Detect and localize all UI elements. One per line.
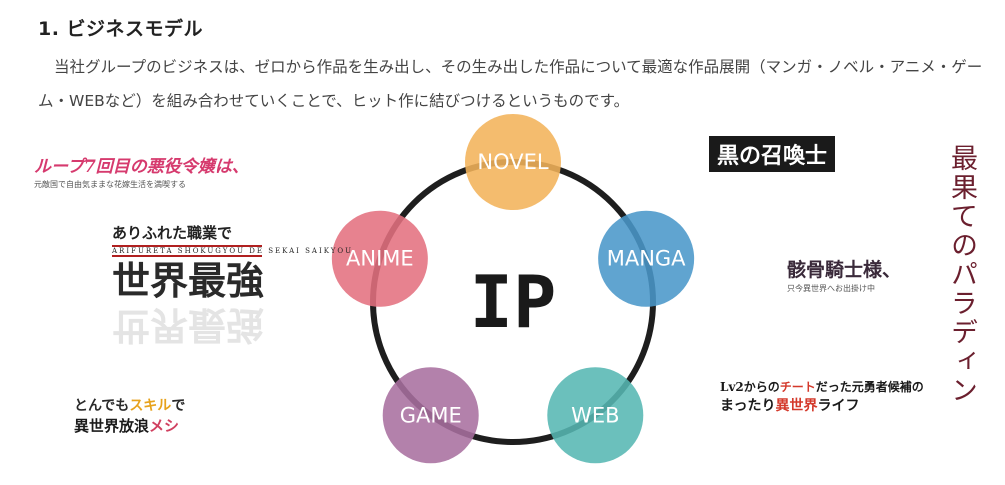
logo-lv2-line2-suffix: ライフ (817, 398, 860, 414)
logo-tondemo-line1-prefix: とんでも (74, 398, 130, 414)
ip-node-novel-circle (465, 114, 561, 210)
logo-arifureta: ありふれた職業で ARIFURETA SHOKUGYOU DE SEKAI SA… (112, 222, 354, 348)
logo-tondemo-skill: とんでもスキルで 異世界放浪メシ (74, 395, 194, 436)
logo-tondemo-line2: 異世界放浪メシ (74, 415, 194, 436)
logo-lv2-line1-suffix: だった元勇者候補の (815, 380, 924, 394)
logo-lv2-cheat: Lv2からのチートだった元勇者候補の まったり異世界ライフ (720, 378, 924, 415)
logo-saihate-paladin: 最果てのパラディン (942, 144, 982, 405)
logo-lv2-line1: Lv2からのチートだった元勇者候補の (720, 378, 924, 395)
ip-node-anime-circle (331, 210, 428, 307)
logo-tondemo-line1-highlight: スキル (129, 398, 172, 414)
logo-gaikotsu-title: 骸骨騎士様、 (787, 259, 902, 281)
logo-kuro-no-shoukanshi: 黒の召喚士 (709, 136, 836, 172)
ip-node-manga-circle (598, 210, 695, 307)
logo-tondemo-line2-prefix: 異世界放浪 (74, 417, 150, 435)
ip-node-anime: ANIME (331, 210, 428, 307)
logo-tondemo-line2-highlight: メシ (149, 417, 180, 435)
ip-node-anime-label: ANIME (346, 247, 414, 271)
logo-lv2-line2-prefix: まったり (720, 398, 776, 414)
ip-node-game-circle (382, 367, 479, 464)
logo-lv2-line2: まったり異世界ライフ (720, 395, 860, 415)
ip-node-novel-label: NOVEL (477, 150, 549, 174)
logo-loop-villainess: ループ7回目の悪役令嬢は、 元敵国で自由気ままな花嫁生活を満喫する (34, 152, 249, 190)
ip-node-game: GAME (382, 367, 479, 464)
ip-node-manga: MANGA (598, 210, 695, 307)
ip-node-web-label: WEB (571, 403, 619, 427)
section-heading: 1. ビジネスモデル (38, 18, 204, 40)
logo-arifureta-title: ありふれた職業で (112, 224, 233, 242)
logo-arifureta-band: ARIFURETA SHOKUGYOU DE SEKAI SAIKYOU (112, 245, 354, 257)
ip-node-web: WEB (547, 367, 644, 464)
logo-gaikotsu-subtitle: 只今異世界へお出掛け中 (787, 284, 875, 293)
logo-lv2-line1-prefix: Lv2からの (720, 380, 780, 394)
logo-kuro-title: 黒の召喚士 (709, 136, 836, 172)
logo-tondemo-line1: とんでもスキルで (74, 395, 194, 415)
logo-lv2-line2-highlight: 異世界 (775, 398, 818, 414)
logo-arifureta-main: 世界最強 (112, 258, 265, 303)
logo-lv2-line1-highlight: チート (779, 380, 816, 394)
logo-loop-title: ループ7回目の悪役令嬢は、 (34, 157, 249, 177)
intro-paragraph: 当社グループのビジネスは、ゼロから作品を生み出し、その生み出した作品について最適… (38, 58, 983, 110)
ip-node-group: NOVEL MANGA WEB GAME ANIME (331, 114, 695, 464)
ip-node-novel: NOVEL (465, 114, 561, 210)
logo-arifureta-reflection: 世界最強 (112, 303, 265, 348)
logo-loop-subtitle: 元敵国で自由気ままな花嫁生活を満喫する (34, 180, 186, 189)
logo-saihate-title: 最果てのパラディン (946, 144, 977, 405)
ip-node-manga-label: MANGA (607, 247, 686, 271)
logo-tondemo-line1-suffix: で (171, 398, 186, 414)
ip-node-web-circle (547, 367, 644, 464)
ip-node-game-label: GAME (400, 403, 462, 427)
ip-center-label: IP (470, 260, 557, 344)
logo-gaikotsu-kishi: 骸骨騎士様、 只今異世界へお出掛け中 (787, 255, 927, 294)
